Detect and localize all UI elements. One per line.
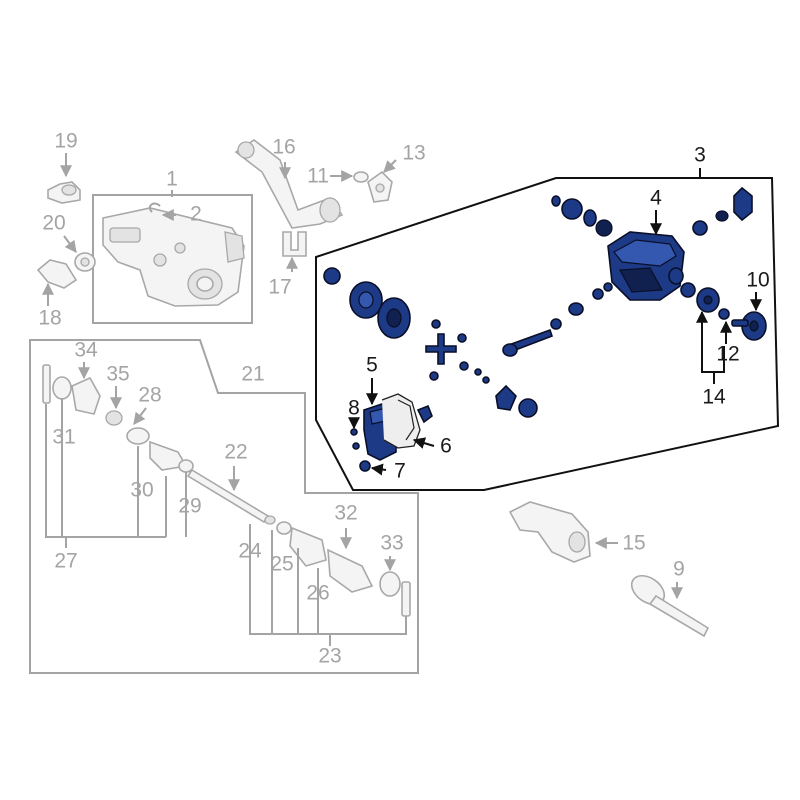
leader-28 xyxy=(133,407,147,425)
callout-20: 20 xyxy=(42,212,65,235)
callout-29: 29 xyxy=(178,495,201,518)
callout-8: 8 xyxy=(348,397,360,420)
callout-23: 23 xyxy=(318,645,341,668)
breather-hose-dim-2 xyxy=(148,202,161,213)
spider-pinion-gears xyxy=(425,319,490,384)
callout-11: 11 xyxy=(307,165,329,188)
bracket-dim-18 xyxy=(36,259,78,289)
drain-plug-7 xyxy=(359,460,371,472)
callout-17: 17 xyxy=(268,276,291,299)
callout-25: 25 xyxy=(270,553,293,576)
gasket-6 xyxy=(381,393,421,449)
crossmember-dim-15 xyxy=(508,501,591,563)
bracket-14 xyxy=(696,310,725,384)
right-bearing-assembly-14 xyxy=(668,267,730,320)
callout-15: 15 xyxy=(622,532,645,555)
callout-4: 4 xyxy=(650,187,662,210)
callout-18: 18 xyxy=(38,307,61,330)
callout-19: 19 xyxy=(54,130,77,153)
bushing-dim-20 xyxy=(74,252,96,272)
callout-32: 32 xyxy=(334,502,357,525)
axle-flange-right xyxy=(692,186,753,236)
bracket-23 xyxy=(249,524,407,646)
carrier-housing-4 xyxy=(607,231,685,301)
callout-24: 24 xyxy=(238,540,262,563)
mount-bracket-dim-16 xyxy=(234,139,344,229)
callout-34: 34 xyxy=(74,339,98,362)
callout-31: 31 xyxy=(52,426,75,449)
callout-35: 35 xyxy=(106,363,129,386)
callout-22: 22 xyxy=(224,441,247,464)
leader-7 xyxy=(370,463,387,476)
bracket-27 xyxy=(45,398,187,548)
callout-26: 26 xyxy=(306,582,329,605)
callout-2: 2 xyxy=(190,203,202,226)
callout-6: 6 xyxy=(440,435,452,458)
bolt-8 xyxy=(350,428,360,450)
callout-16: 16 xyxy=(272,136,295,159)
fill-plug xyxy=(416,404,433,424)
frame-carrier-group-3 xyxy=(315,177,780,491)
bracket-dim-17 xyxy=(282,231,307,257)
callout-12: 12 xyxy=(716,343,739,366)
pinion-shaft xyxy=(502,282,613,357)
callout-30: 30 xyxy=(130,479,153,502)
axle-shaft-parts-dim xyxy=(42,364,411,617)
leader-6 xyxy=(412,437,435,449)
callout-10: 10 xyxy=(746,269,769,292)
differential-carrier-dim-1 xyxy=(102,207,245,307)
axle-shaft-dim-9 xyxy=(630,574,710,638)
mount-dim-13 xyxy=(367,170,393,203)
ring-gear-pinion xyxy=(323,267,411,339)
frame-axle-shaft-group-21 xyxy=(29,339,419,674)
callout-21: 21 xyxy=(241,363,264,386)
left-bearing-seals xyxy=(551,195,613,237)
callout-7: 7 xyxy=(394,460,406,483)
output-flange-10 xyxy=(731,311,767,341)
callout-9: 9 xyxy=(673,558,685,581)
callout-27: 27 xyxy=(54,550,77,573)
callout-14: 14 xyxy=(702,386,726,409)
callout-13: 13 xyxy=(402,142,425,165)
leader-13 xyxy=(383,159,397,173)
side-gear-bearing xyxy=(495,384,538,418)
callout-5: 5 xyxy=(366,354,378,377)
insulator-dim-19 xyxy=(47,181,81,204)
washer-dim-11 xyxy=(353,171,369,183)
callout-33: 33 xyxy=(380,532,403,555)
callout-3: 3 xyxy=(694,144,706,167)
callout-28: 28 xyxy=(138,384,161,407)
callout-1: 1 xyxy=(166,168,178,191)
leader-20 xyxy=(63,235,77,253)
